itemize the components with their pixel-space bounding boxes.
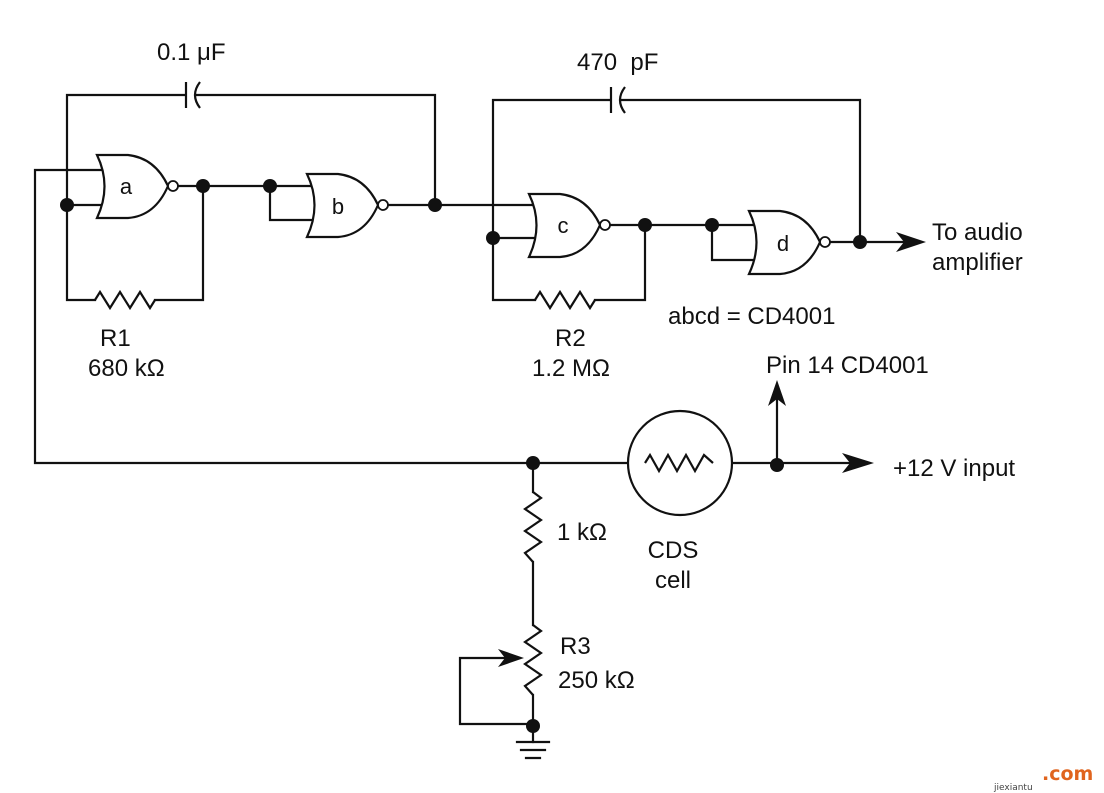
junction-dots bbox=[60, 179, 867, 733]
junction-dot bbox=[853, 235, 867, 249]
capacitor-0-1uf: 0.1 μF bbox=[157, 39, 226, 109]
wires bbox=[33, 93, 907, 744]
nor-gate-b: b bbox=[305, 172, 389, 239]
wire-r1-to-gate-a-output bbox=[153, 184, 205, 302]
supply-label: +12 V input bbox=[893, 455, 1015, 482]
wire-gate-b-bottom-input bbox=[268, 184, 317, 222]
cds-cell-label-line1: CDS bbox=[648, 537, 699, 564]
wire-sensor-to-gate-a bbox=[33, 168, 535, 465]
inverter-bubble bbox=[599, 219, 611, 231]
wire-gate-d-bottom-input bbox=[710, 223, 759, 262]
wire-gate-c-left-rail bbox=[491, 98, 612, 302]
power-pin-label: Pin 14 CD4001 bbox=[766, 352, 929, 379]
logo-sub: jiexiantu bbox=[993, 783, 1033, 793]
cds-cell: CDS cell bbox=[626, 409, 734, 594]
nor-gate-body bbox=[527, 192, 602, 259]
cds-cell-label-line2: cell bbox=[655, 567, 691, 594]
gate-label-a: a bbox=[120, 174, 133, 199]
nor-gate-c: c bbox=[527, 192, 611, 259]
resistor-zigzag bbox=[523, 491, 543, 563]
junction-dot bbox=[60, 198, 74, 212]
resistor-zigzag bbox=[94, 289, 156, 311]
gate-label-c: c bbox=[558, 213, 569, 238]
resistor-r1-name: R1 bbox=[100, 325, 131, 352]
junction-dot bbox=[638, 218, 652, 232]
junction-dot bbox=[526, 719, 540, 733]
resistor-zigzag bbox=[523, 624, 543, 696]
ground-icon bbox=[515, 740, 551, 760]
gate-label-b: b bbox=[332, 194, 344, 219]
cds-cell-resistor bbox=[644, 452, 714, 474]
capacitor-470pf-value: 470 pF bbox=[577, 49, 658, 76]
junction-dot bbox=[770, 458, 784, 472]
wire-r2-to-gate-c-output bbox=[593, 223, 647, 302]
pin14-arrow-icon bbox=[768, 380, 786, 406]
junction-dot bbox=[705, 218, 719, 232]
cds-cell-body bbox=[626, 409, 734, 517]
capacitor-0-1uf-value: 0.1 μF bbox=[157, 39, 226, 66]
inverter-bubble bbox=[167, 180, 179, 192]
resistor-1k: 1 kΩ bbox=[523, 491, 607, 563]
resistor-r2: R2 1.2 MΩ bbox=[532, 289, 610, 382]
nor-gate-body bbox=[305, 172, 380, 239]
resistor-r3-value: 250 kΩ bbox=[558, 667, 635, 694]
junction-dot bbox=[263, 179, 277, 193]
resistor-r1: R1 680 kΩ bbox=[88, 289, 165, 382]
output-arrow-icon bbox=[896, 232, 926, 252]
inverter-bubble bbox=[377, 199, 389, 211]
wire-r3-wiper-loop bbox=[458, 656, 535, 726]
resistor-r2-name: R2 bbox=[555, 325, 586, 352]
wire-cap1-to-gate-b-output bbox=[194, 93, 437, 207]
resistor-r3-name: R3 bbox=[560, 633, 591, 660]
resistor-r1-value: 680 kΩ bbox=[88, 355, 165, 382]
capacitor-470pf: 470 pF bbox=[577, 49, 658, 114]
site-logo: .com jiexiantu bbox=[993, 763, 1093, 793]
ic-note: abcd = CD4001 bbox=[668, 303, 835, 330]
nor-gate-a: a bbox=[95, 153, 179, 220]
junction-dot bbox=[526, 456, 540, 470]
junction-dot bbox=[196, 179, 210, 193]
nor-gate-d: d bbox=[747, 209, 831, 276]
capacitor-plate-curved bbox=[618, 86, 626, 114]
inverter-bubble bbox=[819, 236, 831, 248]
resistor-r2-value: 1.2 MΩ bbox=[532, 355, 610, 382]
nor-gate-body bbox=[747, 209, 822, 276]
wire-cap2-to-gate-d-output bbox=[619, 98, 862, 244]
capacitor-plate-curved bbox=[193, 81, 201, 109]
output-label-line2: amplifier bbox=[932, 249, 1023, 276]
potentiometer-r3: R3 250 kΩ bbox=[498, 624, 635, 696]
logo-com: .com bbox=[1042, 763, 1093, 785]
junction-dot bbox=[428, 198, 442, 212]
resistor-zigzag bbox=[534, 289, 596, 311]
supply-arrow-icon bbox=[842, 453, 874, 473]
nor-gate-body bbox=[95, 153, 170, 220]
resistor-1k-value: 1 kΩ bbox=[557, 519, 607, 546]
gate-label-d: d bbox=[777, 231, 789, 256]
output-label-line1: To audio bbox=[932, 219, 1023, 246]
wiper-arrow-icon bbox=[498, 649, 524, 667]
wire-gate-a-left-rail bbox=[65, 93, 187, 302]
junction-dot bbox=[486, 231, 500, 245]
